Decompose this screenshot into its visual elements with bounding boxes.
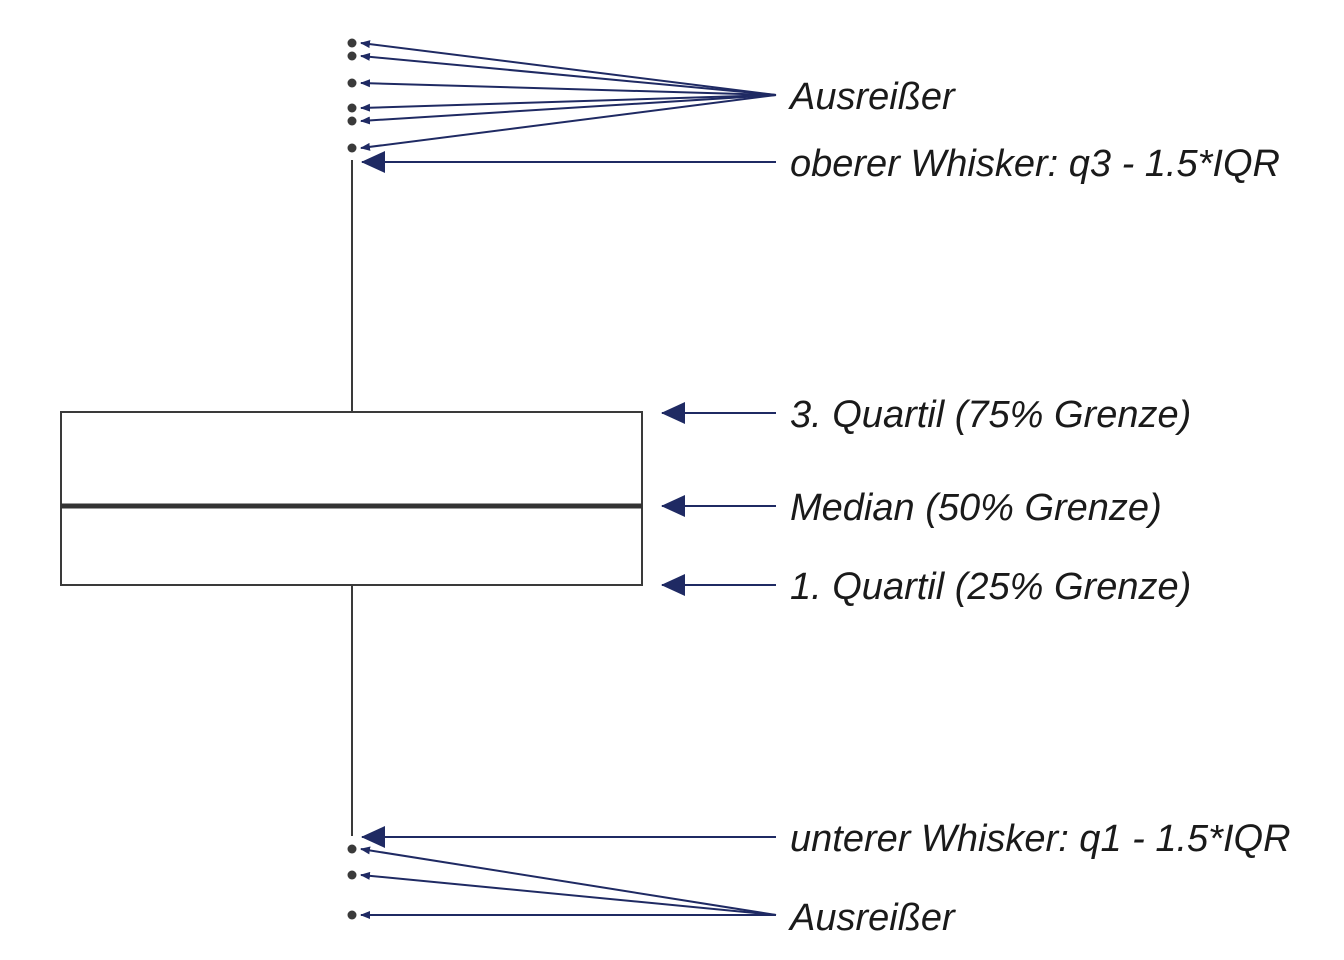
upper-whisker-label: oberer Whisker: q3 - 1.5*IQR: [790, 143, 1280, 185]
outliers-top-arrows: [360, 40, 777, 151]
outlier-point: [347, 103, 357, 113]
outliers-bottom-label: Ausreißer: [788, 897, 956, 939]
outlier-point: [347, 116, 357, 126]
outlier-point: [347, 910, 357, 920]
interquartile-box: [60, 411, 643, 586]
upper-whisker-point: [347, 143, 357, 153]
q1-label: 1. Quartil (25% Grenze): [790, 566, 1191, 608]
outlier-point: [347, 870, 357, 880]
outlier-point: [347, 78, 357, 88]
median-label: Median (50% Grenze): [790, 487, 1162, 529]
outliers-bottom-arrows: [360, 846, 777, 919]
outlier-point: [347, 844, 357, 854]
outlier-point: [347, 51, 357, 61]
outlier-point: [347, 38, 357, 48]
lower-whisker-label: unterer Whisker: q1 - 1.5*IQR: [790, 818, 1291, 860]
outliers-top-label: Ausreißer: [788, 76, 956, 118]
q3-label: 3. Quartil (75% Grenze): [790, 394, 1191, 436]
